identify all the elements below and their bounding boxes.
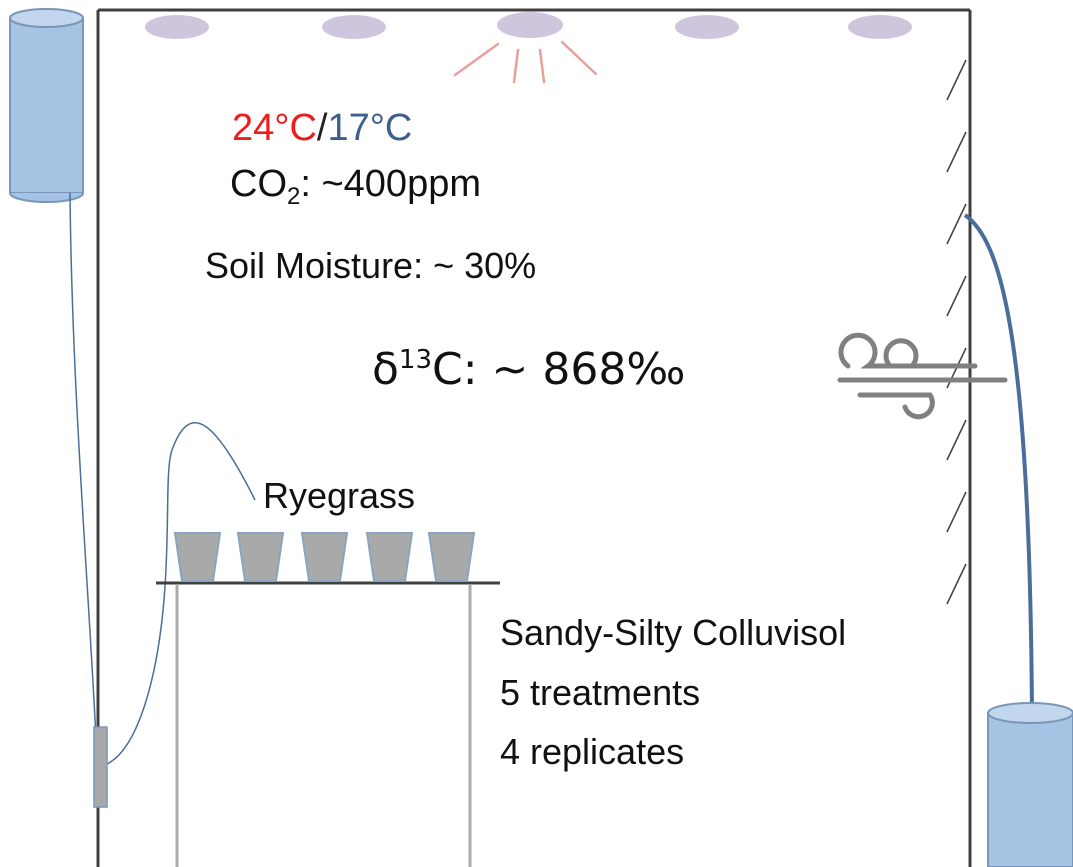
lamp-icon [675,15,739,39]
delta-value: C: ~ 868‰ [432,344,686,395]
pot-icon [236,532,285,582]
plant-label: Ryegrass [263,475,416,516]
lamp-icon [848,15,912,39]
left-water-reservoir [9,8,98,761]
lamp-icon [322,15,386,39]
water-reservoir-icon [9,17,84,194]
soil-type-label: Sandy-Silty Colluvisol [500,612,847,653]
isotope-label: δ13C: ~ 868‰ [372,345,685,392]
pot-icon [300,532,349,582]
right-water-reservoir [963,213,1073,867]
co2-subscript: 2 [287,183,301,210]
wind-icon [837,332,1008,420]
lamp-icon [145,15,209,39]
co2-prefix: CO [230,163,287,205]
light-ray-icon [453,40,598,84]
moisture-sensor [93,422,256,808]
table [156,581,500,867]
pot-icon [173,532,222,582]
chamber-outline [96,8,972,867]
pot-icon [427,532,476,582]
pot-icon [365,532,414,582]
lamp-icon [497,12,563,38]
temperature-separator: / [316,107,328,149]
treatments-label: 5 treatments [500,672,701,713]
ventilation-slats [946,59,967,605]
grow-lamps [145,12,912,39]
co2-label: CO2: ~400ppm [230,163,481,209]
sensor-probe [93,726,108,808]
soil-moisture-label: Soil Moisture: ~ 30% [205,245,537,286]
temperature-label: 24°C/17°C [232,109,412,147]
delta-symbol: δ [372,344,399,395]
day-temperature: 24°C [232,107,317,149]
co2-value: : ~400ppm [300,163,481,205]
delta-superscript: 13 [398,345,433,375]
pots [173,532,476,582]
replicates-label: 4 replicates [500,731,685,772]
night-temperature: 17°C [327,107,413,149]
water-reservoir-icon [987,712,1073,867]
